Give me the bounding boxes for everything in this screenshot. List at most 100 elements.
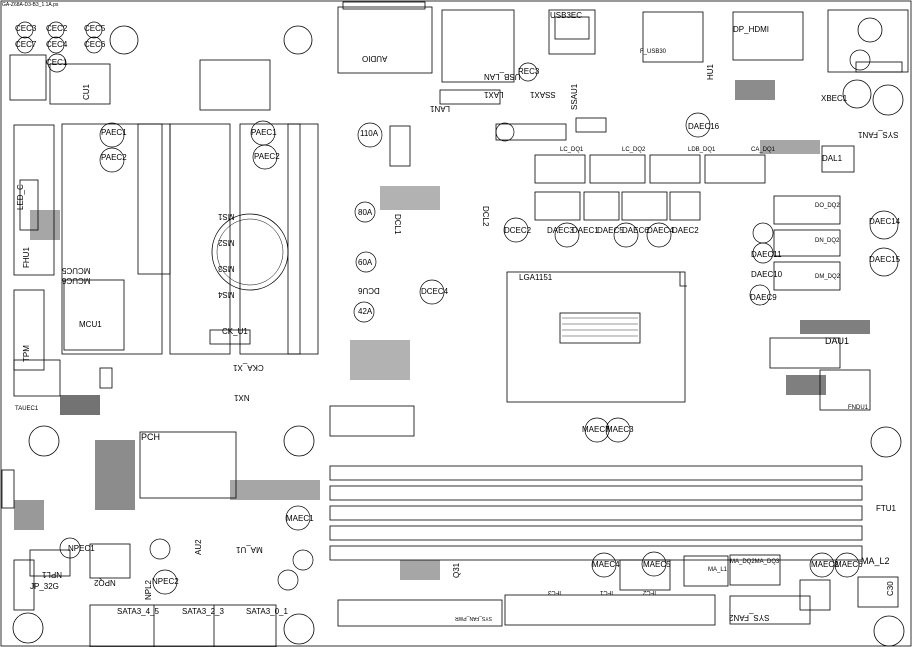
smd-parts [14, 80, 870, 580]
label-sys-fan1: SYS_FAN1 [858, 130, 899, 139]
label-cec6: CEC6 [84, 40, 106, 49]
label-ifc1: IFC1 [600, 589, 614, 595]
label-au2: AU2 [194, 539, 203, 555]
label-npec2: NPEC2 [152, 577, 179, 586]
label-ck-u1: CK_U1 [222, 327, 248, 336]
label-maec2: MAEC2 [811, 560, 839, 569]
label-ms2: MS2 [218, 238, 235, 247]
label-usb-lan: USB_LAN [484, 72, 521, 81]
label-f-usb30: F_USB30 [640, 49, 667, 55]
label-lc-dq1: LC_DQ1 [560, 147, 584, 153]
file-title: GA-Z68A-D3-B3_1.1A.ps [2, 2, 59, 8]
label-daec3: DAEC3 [547, 226, 574, 235]
label-maec7: MAEC7 [582, 425, 610, 434]
label-tauec1: TAUEC1 [15, 406, 39, 412]
pcie-slots [61, 123, 319, 355]
label-mcuc6: MCUC6 [62, 276, 91, 285]
label-dm-dq2: DM_DQ2 [815, 274, 841, 280]
label-dcu6: DCU6 [358, 286, 380, 295]
label-daec5: DAEC5 [597, 226, 624, 235]
label-maec4: MAEC4 [592, 560, 620, 569]
label-lan1: LAN1 [430, 104, 451, 113]
rear-io-connectors [337, 1, 909, 83]
label-42a: 42A [358, 307, 373, 316]
vrm-mosfets [534, 145, 855, 291]
label-npec1: NPEC1 [68, 544, 95, 553]
label-daec9: DAEC9 [750, 293, 777, 302]
label-ca-dq1: CA_DQ1 [751, 147, 776, 153]
label-sys-fan2: SYS_FAN2 [729, 613, 770, 622]
label-maec3: MAEC3 [606, 425, 634, 434]
label-daec10: DAEC10 [751, 270, 783, 279]
label-paec2-right: PAEC2 [254, 152, 280, 161]
label-sata3-2-3: SATA3_2_3 [182, 607, 224, 616]
label-mcuc5: MCUC5 [62, 266, 91, 275]
label-dn-dq2: DN_DQ2 [815, 238, 840, 244]
label-c30: C30 [886, 581, 895, 596]
label-ifc3: IFC3 [548, 589, 562, 595]
label-cec5: CEC5 [84, 24, 106, 33]
label-daec16: DAEC16 [688, 122, 720, 131]
label-maec1: MAEC1 [286, 514, 314, 523]
label-ms1: MS1 [218, 212, 235, 221]
label-jp-32g: JP_32G [30, 582, 59, 591]
label-daec11: DAEC11 [751, 250, 782, 259]
label-daec2: DAEC2 [672, 226, 699, 235]
label-dal1: DAL1 [822, 154, 843, 163]
misc-components [9, 54, 899, 611]
cmos-battery [211, 213, 289, 291]
label-hu1: HU1 [706, 63, 715, 80]
label-ma-l1: MA_L1 [708, 567, 728, 573]
bottom-connectors [1, 469, 811, 647]
label-paec1-right: PAEC1 [251, 128, 277, 137]
label-maec6: MAEC6 [835, 560, 863, 569]
label-daec1: DAEC1 [572, 226, 599, 235]
label-daec6: DAEC6 [622, 226, 649, 235]
label-lax1: LAX1 [484, 90, 504, 99]
label-110a: 110A [360, 129, 379, 138]
label-ms3: MS3 [218, 264, 235, 273]
label-fndu1: FNDU1 [848, 405, 869, 411]
label-daec4: DAEC4 [647, 226, 674, 235]
label-ma-dq2: MA_DQ2MA_DQ3 [730, 559, 780, 565]
dimm-slots [329, 465, 863, 561]
label-cec1: CEC1 [46, 58, 68, 67]
label-usb3ec: USB3EC [550, 11, 583, 20]
label-xbec1: XBEC1 [821, 94, 848, 103]
label-sys-fan-pwr: SYS_FAN_PWR [455, 615, 492, 621]
label-lc-dq2: LC_DQ2 [622, 147, 646, 153]
label-daec15: DAEC15 [869, 255, 901, 264]
label-dcl2: DCL2 [481, 206, 490, 227]
label-mcu1: MCU1 [79, 320, 102, 329]
label-daec14: DAEC14 [869, 217, 901, 226]
mounting-holes [12, 17, 905, 647]
label-tpm: TPM [22, 345, 31, 362]
capacitors [16, 21, 899, 595]
label-led-c: LED_C [16, 184, 25, 210]
label-60a: 60A [358, 258, 373, 267]
label-npl1: NPL1 [42, 570, 63, 579]
label-dcec4: DCEC4 [421, 287, 449, 296]
label-ssau1: SSAU1 [570, 83, 579, 110]
label-ldb-dq1: LDB_DQ1 [688, 147, 716, 153]
label-ma-u1: MA_U1 [236, 545, 263, 554]
label-paec1-left: PAEC1 [101, 128, 127, 137]
label-fhu1: FHU1 [22, 247, 31, 268]
label-ssax1: SSAX1 [530, 90, 556, 99]
label-cka-x1: CKA_X1 [233, 363, 264, 372]
label-dcec2: DCEC2 [504, 226, 532, 235]
label-dcl1: DCL1 [393, 214, 402, 235]
label-ftu1: FTU1 [876, 504, 896, 513]
label-paec2-left: PAEC2 [101, 153, 127, 162]
label-audio: AUDIO [362, 54, 388, 63]
pch-chip [139, 431, 237, 499]
label-cec3: CEC3 [15, 24, 37, 33]
label-80a: 80A [358, 208, 373, 217]
label-npl2: NPL2 [144, 579, 153, 600]
label-do-dq2: DO_DQ2 [815, 203, 840, 209]
cpu-socket-lga [506, 271, 687, 403]
label-sata3-0-1: SATA3_0_1 [246, 607, 288, 616]
label-cec7: CEC7 [15, 40, 37, 49]
label-rec3: REC3 [518, 67, 540, 76]
